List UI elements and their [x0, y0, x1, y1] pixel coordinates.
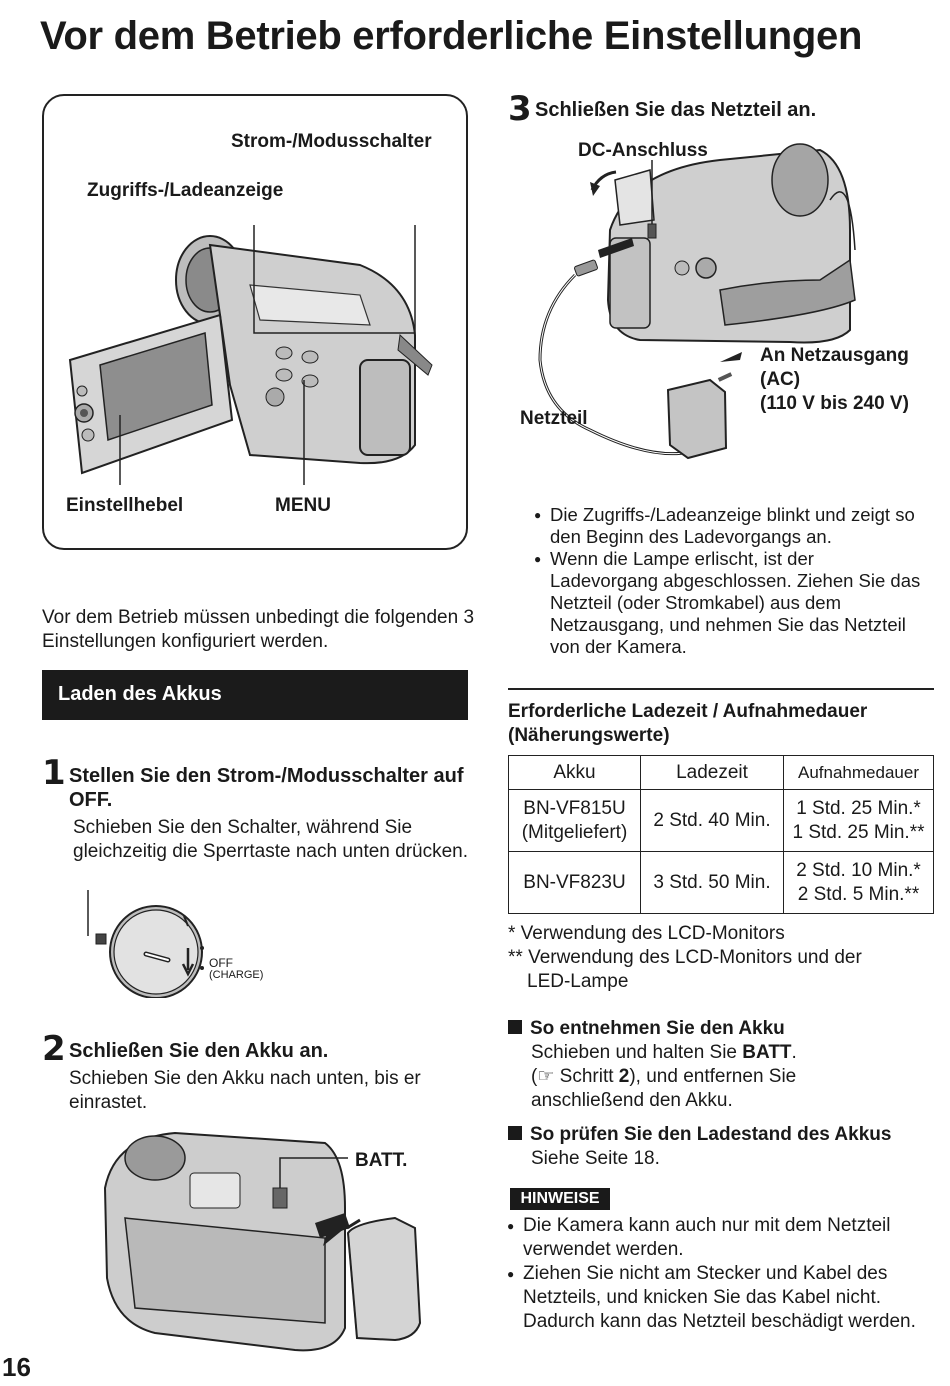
table-cell: 1 Std. 25 Min.**	[792, 821, 925, 843]
camcorder-open-lcd-illustration	[68, 225, 433, 485]
footnote-2-cont: LED-Lampe	[527, 971, 629, 992]
remove-battery-heading: So entnehmen Sie den Akku	[508, 1017, 785, 1041]
table-cell: BN-VF823U	[508, 851, 641, 914]
label-batt: BATT.	[355, 1150, 408, 1171]
square-bullet-icon	[508, 1126, 522, 1140]
charge-time-table: Akku Ladezeit Aufnahmedauer BN-VF815U(Mi…	[508, 755, 934, 914]
table-cell: (Mitgeliefert)	[521, 821, 628, 843]
battery-attach-illustration	[103, 1131, 422, 1352]
table-header: Aufnahmedauer	[783, 755, 934, 790]
table-header: Ladezeit	[640, 755, 784, 790]
table-row: BN-VF815U(Mitgeliefert) 2 Std. 40 Min. 1…	[508, 789, 934, 852]
label-outlet-1: An Netzausgang	[760, 345, 909, 366]
adapter-connection-illustration	[538, 143, 856, 460]
step-2-text: Schieben Sie den Akku nach unten, bis er…	[69, 1068, 421, 1113]
check-charge-heading: So prüfen Sie den Ladestand des Akkus	[508, 1123, 891, 1147]
table-cell: 2 Std. 5 Min.**	[797, 883, 920, 905]
footnote-1: * Verwendung des LCD-Monitors	[508, 923, 785, 944]
pointing-hand-icon: ☞	[537, 1066, 555, 1087]
square-bullet-icon	[508, 1020, 522, 1034]
label-outlet-2: (AC)	[760, 369, 801, 390]
table-cell: 3 Std. 50 Min.	[640, 851, 784, 914]
table-cell: 1 Std. 25 Min.*	[796, 797, 921, 819]
label-outlet-3: (110 V bis 240 V)	[760, 393, 909, 414]
step-1-heading: Stellen Sie den Strom-/Modusschalter auf…	[69, 765, 464, 811]
page-number: 16	[2, 1352, 31, 1382]
label-set-lever: Einstellhebel	[66, 495, 184, 516]
step-3-heading: Schließen Sie das Netzteil an.	[535, 99, 817, 121]
list-item: Wenn die Lampe erlischt, ist der Ladevor…	[534, 548, 926, 658]
table-cell: BN-VF815U	[523, 797, 626, 819]
table-cell: 2 Std. 10 Min.*	[796, 859, 921, 881]
step-3-number: 3	[508, 89, 532, 129]
remove-battery-text: Schieben und halten Sie BATT. (☞ Schritt…	[531, 1042, 797, 1111]
section-title-charging: Laden des Akkus	[42, 670, 468, 720]
label-power-mode-switch: Strom-/Modusschalter	[231, 131, 432, 152]
step-1-number: 1	[42, 753, 66, 793]
step-3-bullets: Die Zugriffs-/Ladeanzeige blinkt und zei…	[534, 504, 926, 658]
power-dial-illustration	[87, 890, 204, 998]
step-2-number: 2	[42, 1029, 66, 1069]
list-item: Ziehen Sie nicht am Stecker und Kabel de…	[507, 1262, 935, 1334]
label-dc-connector: DC-Anschluss	[578, 140, 708, 161]
notes-list: Die Kamera kann auch nur mit dem Netztei…	[507, 1214, 935, 1334]
table-header: Akku	[508, 755, 641, 790]
label-access-charge-lamp: Zugriffs-/Ladeanzeige	[87, 180, 284, 201]
table-cell: 2 Std. 40 Min.	[640, 789, 784, 852]
footnote-2: ** Verwendung des LCD-Monitors und der	[508, 947, 862, 968]
step-1-text: Schieben Sie den Schalter, während Sie g…	[73, 817, 469, 862]
step-2-heading: Schließen Sie den Akku an.	[69, 1040, 329, 1062]
check-charge-text: Siehe Seite 18.	[531, 1148, 660, 1169]
notes-badge: HINWEISE	[510, 1188, 610, 1210]
label-menu-button: MENU	[275, 495, 331, 516]
dial-charge-label: (CHARGE)	[209, 969, 264, 981]
list-item: Die Kamera kann auch nur mit dem Netztei…	[507, 1214, 935, 1262]
divider	[508, 688, 934, 690]
intro-text: Vor dem Betrieb müssen unbedingt die fol…	[42, 607, 475, 652]
list-item: Die Zugriffs-/Ladeanzeige blinkt und zei…	[534, 504, 926, 548]
page-title: Vor dem Betrieb erforderliche Einstellun…	[40, 14, 863, 58]
camera-figure-box	[42, 94, 468, 550]
charge-table-heading: Erforderliche Ladezeit / Aufnahmedauer (…	[508, 701, 868, 746]
table-row: BN-VF823U 3 Std. 50 Min. 2 Std. 10 Min.*…	[508, 851, 934, 914]
label-ac-adapter: Netzteil	[520, 408, 588, 429]
dial-off-label: OFF	[209, 956, 233, 970]
